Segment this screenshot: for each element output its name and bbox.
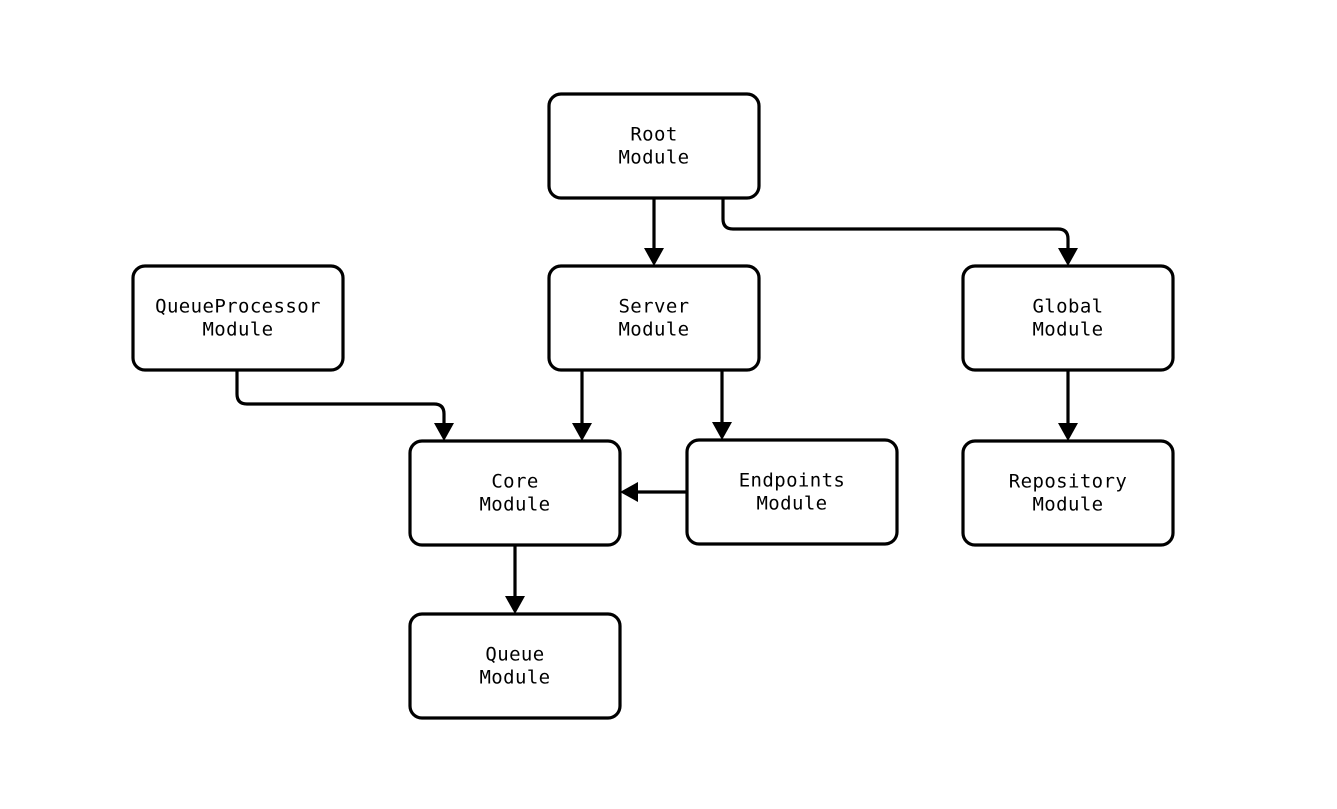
node-label-line2: Module: [618, 319, 689, 341]
node-box[interactable]: [131, 264, 345, 372]
node-label-line1: Queue: [485, 644, 544, 666]
node-box[interactable]: [408, 439, 622, 547]
edge-core-queue: [505, 545, 525, 614]
nodes-layer: RootModuleQueueProcessorModuleServerModu…: [131, 92, 1175, 720]
edge-queueprocessor-core: [235, 370, 454, 441]
node-label-line1: QueueProcessor: [155, 296, 321, 318]
arrowhead-icon: [1058, 248, 1078, 266]
edge-endpoints-core: [620, 482, 687, 502]
node-box[interactable]: [547, 92, 761, 200]
node-box[interactable]: [961, 264, 1175, 372]
arrowhead-icon: [1058, 423, 1078, 441]
node-label-line1: Core: [491, 471, 538, 493]
node-label-line1: Repository: [1009, 471, 1127, 493]
edge-server-core: [572, 370, 592, 441]
node-box[interactable]: [961, 439, 1175, 547]
arrowhead-icon: [644, 248, 664, 266]
node-label-line2: Module: [479, 494, 550, 516]
node-label-line1: Root: [630, 124, 677, 146]
arrowhead-icon: [434, 423, 454, 441]
node-box[interactable]: [685, 438, 899, 546]
arrowhead-icon: [572, 423, 592, 441]
edge-server-endpoints: [712, 370, 732, 440]
edge-line: [235, 370, 446, 431]
node-label-line2: Module: [1032, 494, 1103, 516]
arrowhead-icon: [620, 482, 638, 502]
node-label-line1: Endpoints: [739, 470, 846, 492]
node-label-line2: Module: [1032, 319, 1103, 341]
arrowhead-icon: [505, 596, 525, 614]
node-label-line2: Module: [756, 493, 827, 515]
node-label-line2: Module: [202, 319, 273, 341]
node-box[interactable]: [547, 264, 761, 372]
node-box[interactable]: [408, 612, 622, 720]
arrowhead-icon: [712, 422, 732, 440]
node-label-line1: Global: [1032, 296, 1103, 318]
edge-line: [721, 198, 1070, 256]
node-label-line2: Module: [618, 147, 689, 169]
edge-root-global: [721, 198, 1078, 266]
edges-layer: [235, 198, 1078, 614]
node-label-line2: Module: [479, 667, 550, 689]
edge-global-repository: [1058, 370, 1078, 441]
edge-root-server: [644, 198, 664, 266]
node-label-line1: Server: [618, 296, 689, 318]
